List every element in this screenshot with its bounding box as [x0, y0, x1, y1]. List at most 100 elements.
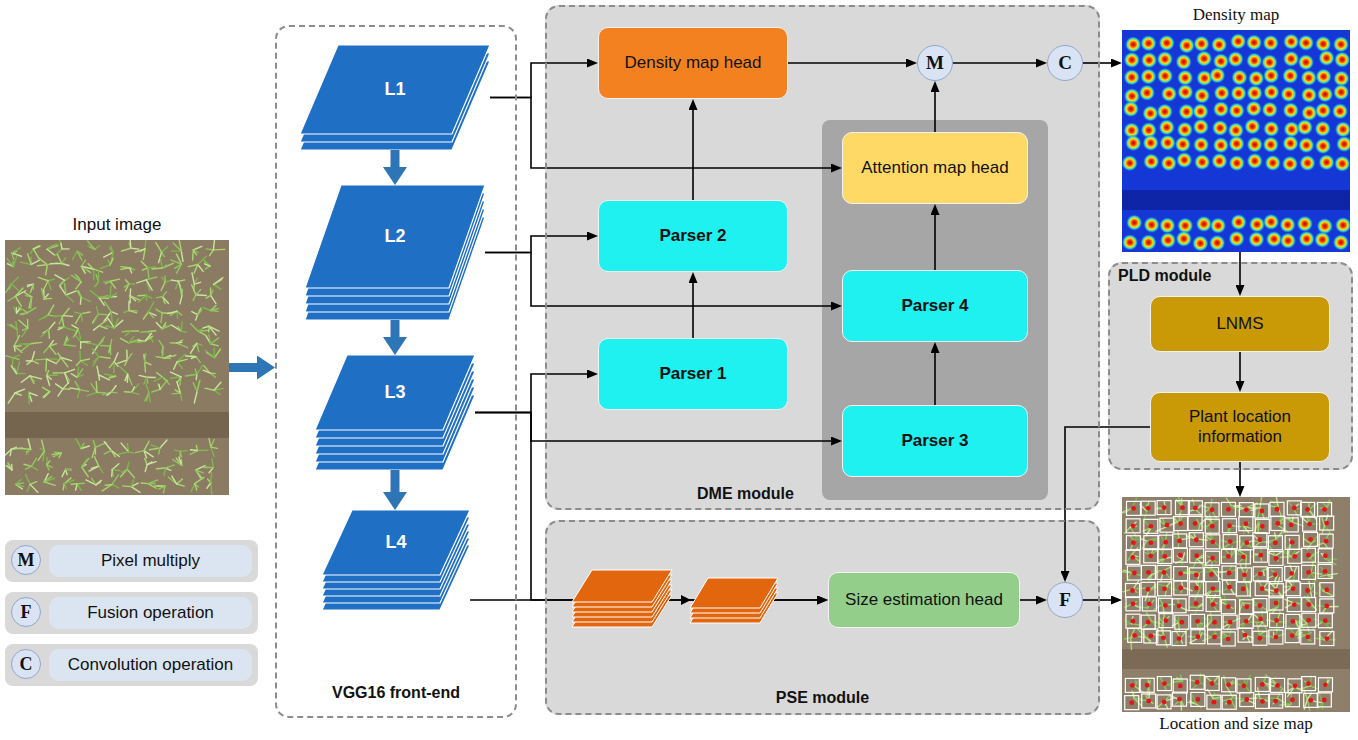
image-caption: Density map — [1122, 5, 1350, 25]
plant-point — [1323, 569, 1328, 574]
plant-bbox — [1188, 501, 1202, 515]
plant-bbox — [1237, 568, 1251, 582]
plant-blade — [92, 447, 95, 457]
plant-bbox — [1318, 549, 1332, 563]
plant-point — [1274, 618, 1279, 623]
plant-blade — [110, 279, 119, 281]
plant-blade — [142, 268, 147, 270]
plant-bbox — [1222, 566, 1236, 580]
plant-point — [1161, 635, 1166, 640]
plant-blade — [64, 480, 74, 484]
plant-blade — [163, 297, 169, 304]
plant-point — [1212, 700, 1217, 705]
connector-arrow — [1083, 599, 1111, 601]
plant-point — [1275, 683, 1280, 688]
connector-arrow — [788, 62, 906, 64]
plant-blade — [42, 289, 44, 300]
plant-blade — [19, 320, 28, 328]
connector-arrow — [1239, 462, 1241, 486]
plant-blade — [76, 282, 81, 289]
plant-bbox — [1173, 534, 1187, 548]
plant-blade — [45, 359, 47, 371]
plant-blade — [161, 282, 165, 290]
plant-blade — [44, 346, 49, 352]
plant-bbox — [1189, 568, 1203, 582]
plant-bbox — [1173, 692, 1187, 706]
plant-blade — [30, 284, 33, 292]
plant-blade — [53, 372, 64, 374]
plant-blade — [172, 392, 180, 394]
plant-blade — [1134, 698, 1142, 699]
legend-row: CConvolution operation — [5, 644, 258, 686]
plant-bbox — [1175, 615, 1189, 629]
plant-blade — [1260, 507, 1264, 518]
plant-blade — [1130, 638, 1132, 650]
plant-blade — [73, 251, 78, 259]
plant-blade — [114, 319, 118, 328]
density-peak — [1192, 235, 1209, 252]
plant-blade — [157, 296, 163, 298]
layer-label: L2 — [305, 185, 485, 288]
connector-arrow — [934, 215, 936, 270]
plant-bbox — [1126, 550, 1140, 564]
plant-blade — [124, 310, 129, 312]
plant-point — [1163, 603, 1168, 608]
plant-blade — [15, 389, 25, 393]
plant-blade — [22, 328, 28, 337]
plant-bbox — [1320, 516, 1334, 530]
plant-blade — [28, 439, 30, 449]
plant-blade — [206, 249, 213, 250]
plant-blade — [145, 240, 146, 249]
plant-point — [1178, 586, 1183, 591]
plant-point — [1210, 524, 1215, 529]
plant-blade — [77, 369, 82, 378]
plant-bbox — [1270, 502, 1284, 516]
plant-blade — [181, 251, 183, 261]
plant-blade — [1253, 692, 1259, 698]
plant-point — [1146, 587, 1151, 592]
plant-blade — [98, 271, 99, 282]
density-peak — [1196, 50, 1213, 67]
density-peak — [1209, 234, 1226, 251]
plant-blade — [14, 307, 17, 313]
plant-bbox — [1159, 535, 1173, 549]
parser-box: Parser 3 — [842, 405, 1028, 477]
plant-blade — [42, 387, 49, 391]
density-peak — [1231, 69, 1248, 86]
plant-blade — [171, 250, 181, 251]
plant-blade — [80, 361, 87, 365]
density-peak — [1122, 100, 1139, 117]
plant-blade — [26, 474, 31, 484]
layer-label: L4 — [322, 510, 470, 575]
plant-blade — [17, 373, 26, 375]
plant-bbox — [1287, 501, 1301, 515]
density-peak — [1228, 230, 1245, 247]
plant-point — [1146, 620, 1151, 625]
plant-blade — [180, 285, 182, 295]
plant-point — [1289, 523, 1294, 528]
density-peak — [1261, 101, 1278, 118]
plant-blade — [121, 469, 128, 477]
plant-point — [1210, 539, 1215, 544]
density-peak — [1283, 50, 1300, 67]
plant-blade — [156, 357, 164, 358]
plant-bbox — [1318, 614, 1332, 628]
plant-blade — [29, 297, 32, 308]
plant-bbox — [1141, 615, 1155, 629]
plant-bbox — [1205, 676, 1219, 690]
density-peak — [1142, 105, 1159, 122]
density-peak — [1318, 49, 1335, 66]
plant-blade — [101, 345, 111, 347]
plant-bbox — [1190, 549, 1204, 563]
density-peak — [1297, 34, 1314, 51]
plant-blade — [167, 311, 177, 313]
plant-blade — [114, 353, 118, 362]
layer-label: L3 — [315, 355, 475, 430]
plant-point — [1194, 601, 1199, 606]
density-peak — [1335, 121, 1350, 138]
plant-blade — [65, 278, 70, 280]
density-peak — [1282, 67, 1299, 84]
density-peak — [1315, 138, 1332, 155]
connector-arrow — [934, 92, 936, 132]
operation-letter: F — [1059, 589, 1071, 611]
